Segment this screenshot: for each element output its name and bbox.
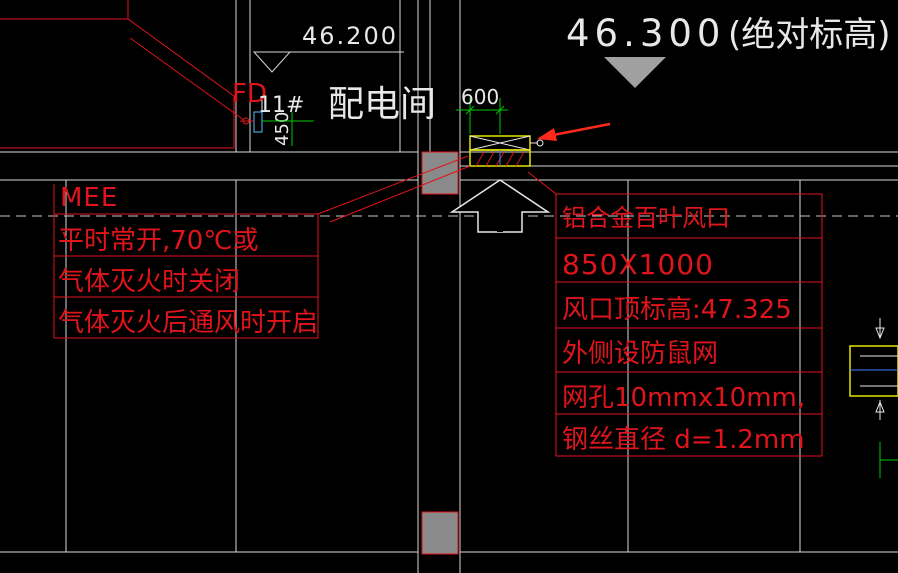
elevation-value-small: 46.200: [302, 22, 398, 50]
equipment-boundary: [0, 18, 235, 149]
damper-note-line: 气体灭火时关闭: [58, 267, 240, 297]
elevation-value-main: 46.300: [566, 12, 725, 55]
louver-symbol: [469, 135, 544, 167]
fire-damper-symbol: [240, 100, 314, 146]
edge-equipment-symbol: [849, 318, 898, 478]
damper-size-dim: 450: [272, 112, 293, 146]
damper-number: 11#: [258, 93, 304, 118]
damper-leader-line: [129, 37, 245, 121]
damper-note-title: MEE: [60, 183, 118, 213]
elevation-marker-main: [604, 57, 666, 88]
louver-note-line: 风口顶标高:47.325: [562, 295, 792, 325]
note-leader-lines: [317, 155, 557, 223]
elevation-marker-small: [252, 51, 404, 73]
louver-note-line: 外侧设防鼠网: [562, 339, 718, 369]
louver-note-line: 钢丝直径 d=1.2mm: [562, 425, 805, 455]
louver-note-line: 850X1000: [562, 248, 714, 281]
louver-width-dimension: [456, 98, 508, 134]
damper-note-line: 平时常开,70℃或: [58, 226, 259, 256]
damper-code: FD: [232, 79, 267, 109]
highlight-arrow: [537, 122, 611, 141]
damper-note-line: 气体灭火后通风时开启: [58, 308, 318, 338]
louver-width-value: 600: [461, 85, 499, 109]
damper-note-table: [53, 184, 319, 339]
room-name: 配电间: [328, 84, 436, 125]
louver-note-line: 网孔10mmx10mm,: [562, 383, 805, 413]
louver-note-line: 铝合金百叶风口: [562, 204, 730, 232]
structural-column: [421, 511, 459, 555]
elevation-note-main: (绝对标高): [728, 15, 891, 55]
louver-note-table: [555, 193, 823, 457]
